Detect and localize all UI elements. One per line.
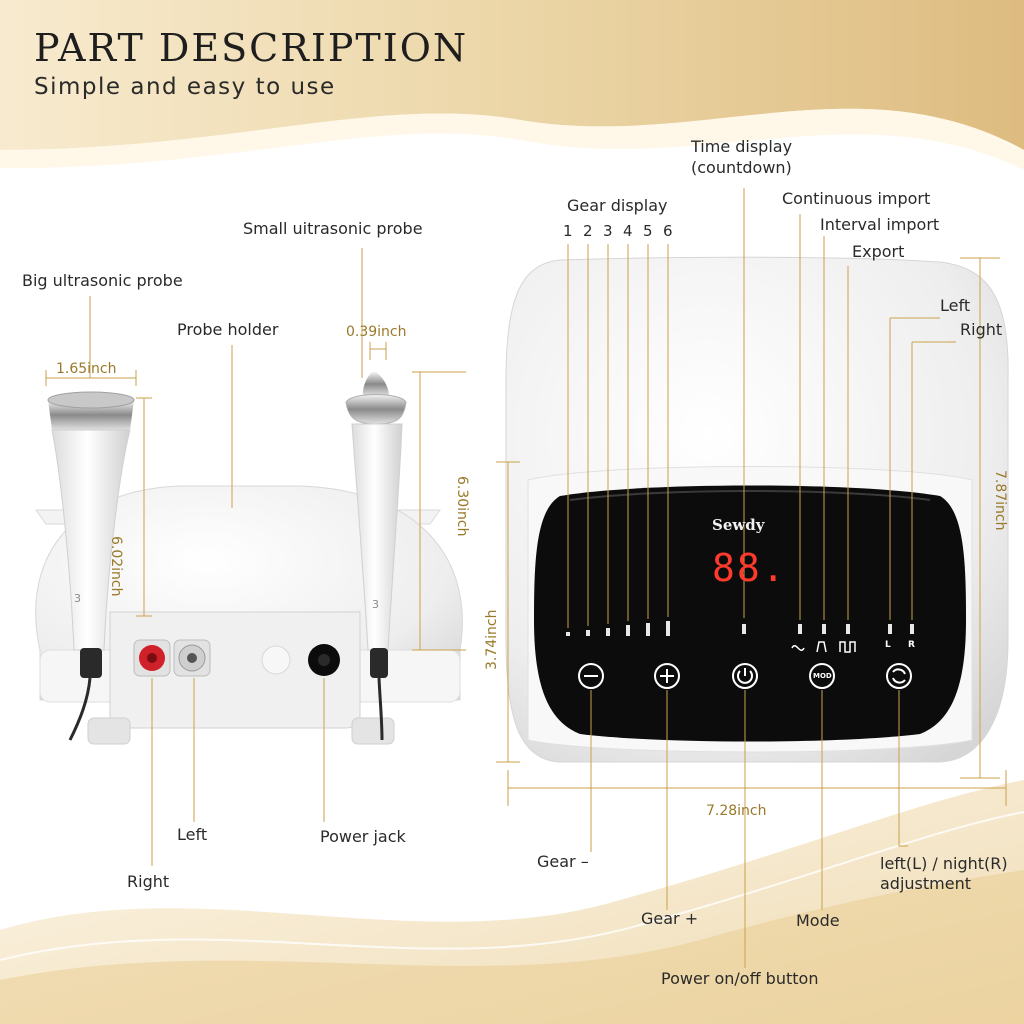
label-left-jack: Left bbox=[177, 825, 208, 844]
label-right-channel: Right bbox=[960, 320, 1003, 339]
gear-number: 1 bbox=[563, 222, 573, 240]
page-title: PART DESCRIPTION bbox=[34, 26, 469, 70]
label-big-probe: Big ultrasonic probe bbox=[22, 271, 183, 290]
panel-left-mark: L bbox=[885, 640, 891, 650]
label-interval-import: Interval import bbox=[820, 215, 940, 234]
dim-device-height: 7.87inch bbox=[992, 470, 1008, 531]
mode-button-label: MOD bbox=[813, 672, 832, 680]
gear-number: 5 bbox=[643, 222, 653, 240]
label-export: Export bbox=[852, 242, 905, 261]
brand-logo-text: Sewdy bbox=[712, 516, 765, 534]
dim-big-probe-height: 6.02inch bbox=[108, 536, 124, 597]
label-time-display-countdown: (countdown) bbox=[691, 158, 792, 177]
label-lr-adjustment: left(L) / night(R) bbox=[880, 854, 1008, 873]
panel-right-mark: R bbox=[908, 640, 915, 650]
label-probe-holder: Probe holder bbox=[177, 320, 279, 339]
dim-small-probe-width: 0.39inch bbox=[346, 324, 407, 340]
label-lr-adjustment-line2: adjustment bbox=[880, 874, 971, 893]
gear-number: 4 bbox=[623, 222, 633, 240]
time-display-digits: 88. bbox=[712, 546, 787, 590]
label-gear-display: Gear display bbox=[567, 196, 668, 215]
gear-number: 3 bbox=[603, 222, 613, 240]
label-gear-plus: Gear + bbox=[641, 909, 699, 928]
label-gear-minus: Gear – bbox=[537, 852, 589, 871]
dim-panel-height: 3.74inch bbox=[484, 609, 500, 670]
label-small-probe: Small uitrasonic probe bbox=[243, 219, 423, 238]
label-left-channel: Left bbox=[940, 296, 971, 315]
gear-number: 2 bbox=[583, 222, 593, 240]
label-mode: Mode bbox=[796, 911, 840, 930]
label-power-button: Power on/off button bbox=[661, 969, 819, 988]
small-probe-number: 3 bbox=[372, 598, 379, 611]
dim-big-probe-width: 1.65inch bbox=[56, 361, 117, 377]
dim-small-probe-height: 6.30inch bbox=[454, 476, 470, 537]
big-probe-number: 3 bbox=[74, 592, 81, 605]
label-continuous-import: Continuous import bbox=[782, 189, 931, 208]
dim-device-width: 7.28inch bbox=[706, 803, 767, 819]
gear-number: 6 bbox=[663, 222, 673, 240]
page-subtitle: Simple and easy to use bbox=[34, 74, 336, 100]
label-time-display: Time display bbox=[691, 137, 793, 156]
label-right-jack: Right bbox=[127, 872, 170, 891]
label-power-jack: Power jack bbox=[320, 827, 406, 846]
